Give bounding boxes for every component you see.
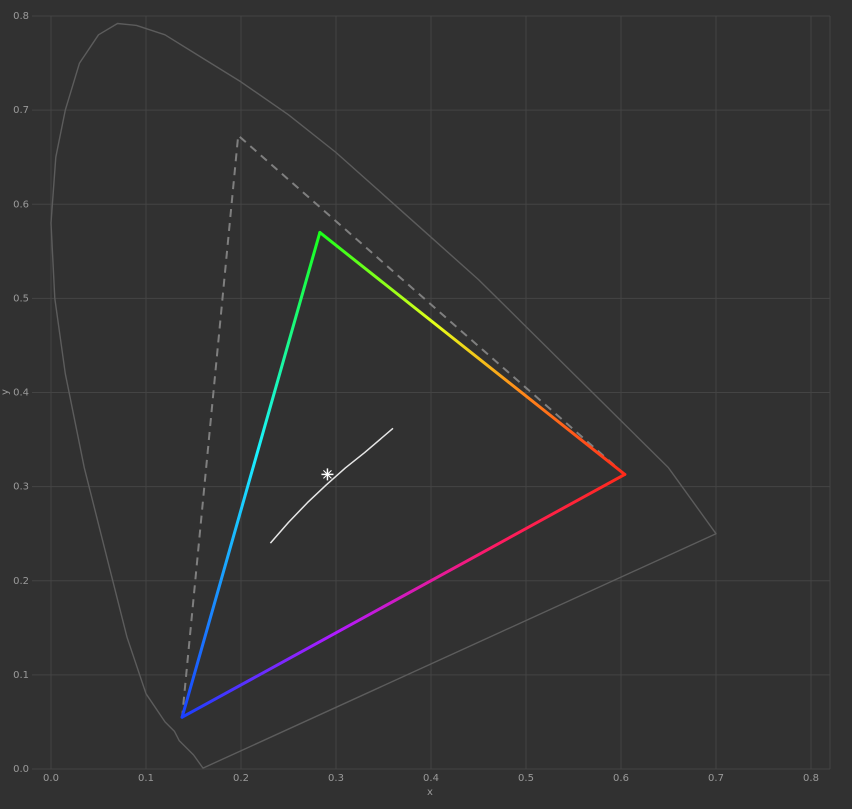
x-tick-label: 0.2 [233, 773, 249, 784]
x-tick-label: 0.0 [43, 773, 59, 784]
x-tick-label: 0.1 [138, 773, 154, 784]
x-tick-label: 0.4 [423, 773, 439, 784]
planckian-locus-line [269, 427, 394, 544]
y-tick-label: 0.6 [13, 199, 29, 210]
y-tick-label: 0.0 [13, 764, 29, 775]
x-tick-label: 0.7 [708, 773, 724, 784]
plot-series [50, 22, 717, 769]
y-tick-label: 0.2 [13, 576, 29, 587]
x-axis-label: x [427, 787, 433, 798]
y-tick-label: 0.1 [13, 670, 29, 681]
reference-gamut-line [181, 133, 626, 718]
white-point-marker [321, 468, 334, 481]
x-tick-label: 0.8 [803, 773, 819, 784]
spectral-locus-line [50, 22, 717, 769]
y-axis-label: y [0, 389, 11, 395]
y-tick-label: 0.5 [13, 293, 29, 304]
y-tick-label: 0.4 [13, 388, 29, 399]
y-tick-label: 0.3 [13, 482, 29, 493]
y-tick-label: 0.7 [13, 105, 29, 116]
gamut-edge-blue-red [180, 472, 627, 719]
tick-labels: 0.0 0.1 0.2 0.3 0.4 0.5 0.6 0.7 0.8 0.0 0.1 0.2 0.3 0… [13, 11, 819, 784]
x-tick-label: 0.6 [613, 773, 629, 784]
white-point-d2 [323, 470, 332, 479]
gamut-edge-green-blue [180, 230, 322, 719]
gamut-edge-red-green [318, 230, 627, 476]
x-tick-label: 0.5 [518, 773, 534, 784]
grid [32, 15, 831, 770]
x-tick-label: 0.3 [328, 773, 344, 784]
y-tick-label: 0.8 [13, 11, 29, 22]
